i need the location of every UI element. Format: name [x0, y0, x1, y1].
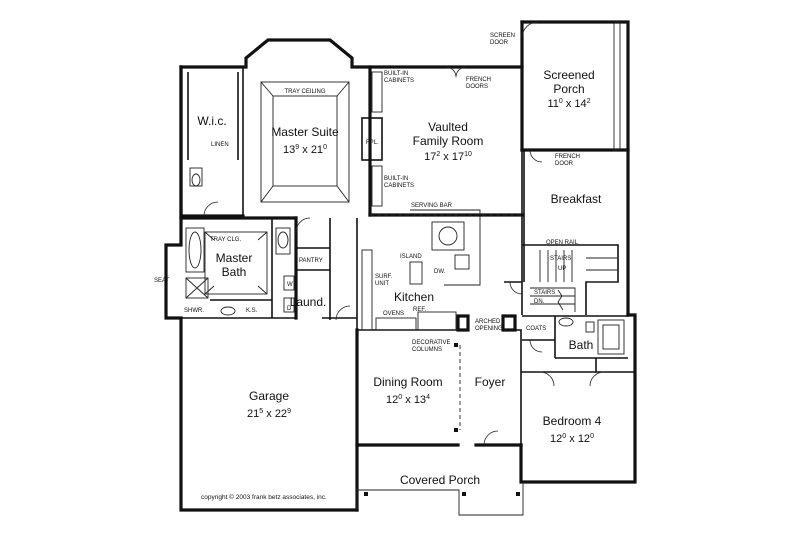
note-built-in-bottom-2: CABINETS — [384, 183, 414, 189]
garage-label: Garage — [249, 389, 289, 403]
bath-label: Bath — [569, 338, 594, 352]
note-surf-unit-2: UNIT — [375, 281, 389, 287]
room-labels: Screened Porch 110 x 142 Vaulted Family … — [197, 68, 602, 487]
fixtures — [185, 21, 625, 496]
note-seat: SEAT — [154, 278, 170, 284]
dining-room-dimensions: 120 x 134 — [386, 394, 430, 406]
family-room-label: Vaulted — [428, 120, 468, 134]
screened-porch-label-2: Porch — [553, 82, 584, 96]
note-stairs-up: STAIRS — [550, 256, 571, 262]
note-washer: W — [287, 282, 293, 288]
dining-room-label: Dining Room — [373, 375, 442, 389]
wic-label: W.i.c. — [197, 114, 226, 128]
breakfast-label: Breakfast — [551, 192, 602, 206]
note-shower: SHWR. — [184, 308, 204, 314]
garage-dimensions: 215 x 229 — [247, 408, 291, 420]
exterior-walls — [164, 20, 637, 516]
note-up: UP — [558, 266, 566, 272]
note-decorative-columns-2: COLUMNS — [412, 347, 442, 353]
copyright-notice: copyright © 2003 frank betz associates, … — [201, 493, 327, 501]
laundry-label: Laund. — [290, 295, 327, 309]
note-french-door-2: DOOR — [555, 161, 574, 167]
bedroom4-label: Bedroom 4 — [543, 414, 602, 428]
note-coats: COATS — [526, 326, 546, 332]
note-arched-opening-2: OPENING — [475, 326, 503, 332]
note-ref: REF. — [413, 307, 426, 313]
note-built-in-bottom: BUILT-IN — [384, 176, 408, 182]
note-french-door: FRENCH — [555, 154, 580, 160]
interior-walls — [179, 65, 635, 446]
note-french-doors-2: DOORS — [466, 84, 488, 90]
note-island: ISLAND — [400, 254, 422, 260]
master-bath-label-2: Bath — [222, 265, 247, 279]
note-built-in-top: BUILT-IN — [384, 71, 408, 77]
note-ovens: OVENS — [383, 311, 404, 317]
note-built-in-top-2: CABINETS — [384, 78, 414, 84]
note-screen-door: SCREEN — [490, 33, 515, 39]
note-pantry: PANTRY — [299, 258, 323, 264]
note-ks: K.S. — [246, 308, 258, 314]
covered-porch-label: Covered Porch — [400, 473, 480, 487]
note-french-doors: FRENCH — [466, 77, 491, 83]
note-dryer: D — [287, 306, 292, 312]
screened-porch-dimensions: 110 x 142 — [547, 98, 590, 110]
family-room-dimensions: 172 x 1710 — [424, 151, 472, 163]
master-bath-label: Master — [216, 251, 253, 265]
kitchen-label: Kitchen — [394, 290, 434, 304]
foyer-label: Foyer — [475, 375, 506, 389]
note-stairs-dn: STAIRS — [534, 290, 555, 296]
note-dw: DW. — [434, 269, 446, 275]
note-decorative-columns: DECORATIVE — [412, 340, 451, 346]
master-suite-dimensions: 139 x 210 — [283, 144, 327, 156]
screened-porch-label: Screened — [543, 68, 594, 82]
note-serving-bar: SERVING BAR — [411, 203, 453, 209]
master-suite-label: Master Suite — [271, 125, 339, 139]
bedroom4-dimensions: 120 x 120 — [550, 433, 594, 445]
family-room-label-2: Family Room — [413, 134, 484, 148]
note-dn: DN. — [534, 299, 545, 305]
note-fpl: FPL. — [366, 140, 379, 146]
plan-notes: SCREEN DOOR BUILT-IN CABINETS FRENCH DOO… — [154, 33, 580, 353]
note-arched-opening: ARCHED — [475, 319, 501, 325]
note-open-rail: OPEN RAIL — [546, 240, 579, 246]
note-surf-unit: SURF. — [375, 274, 393, 280]
note-linen: LINEN — [211, 142, 229, 148]
note-screen-door-2: DOOR — [490, 40, 509, 46]
note-tray-clg: TRAY CLG. — [210, 237, 241, 243]
note-tray-ceiling: TRAY CEILING — [284, 89, 325, 95]
